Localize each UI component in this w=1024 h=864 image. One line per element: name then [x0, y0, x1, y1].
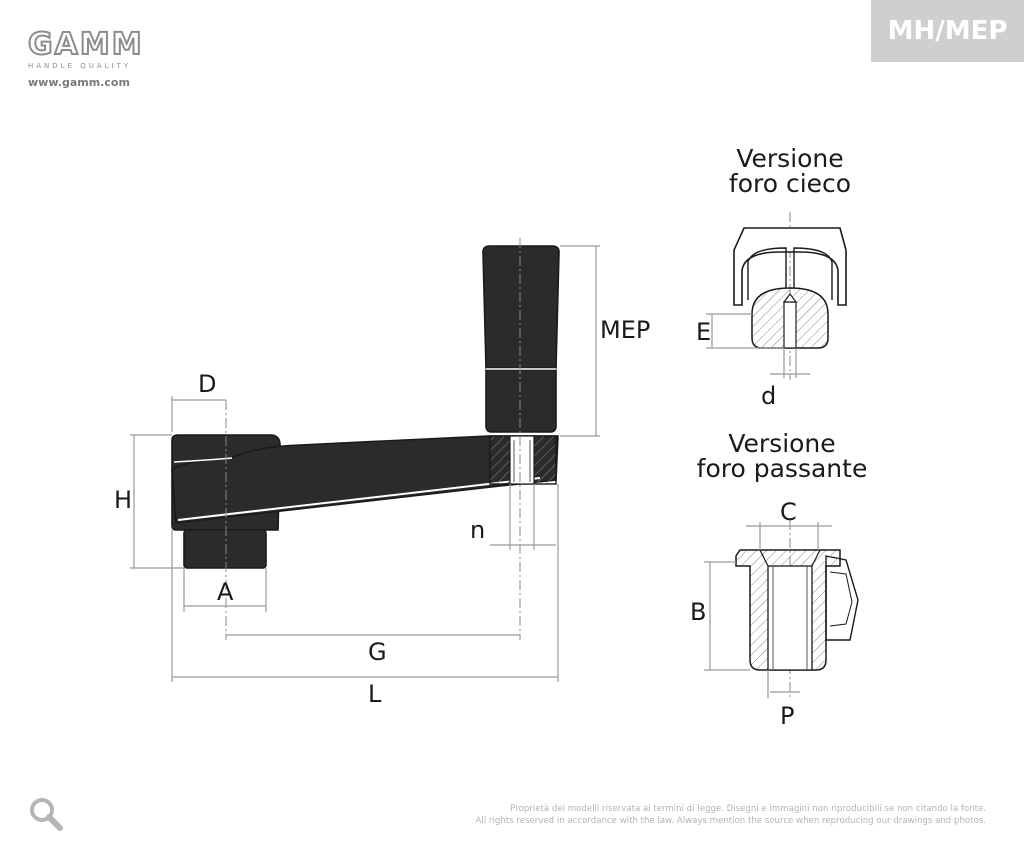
dim-label-P: P	[780, 702, 794, 730]
blind-hole-title-line2: foro cieco	[729, 169, 851, 198]
legal-notice-en: All rights reserved in accordance with t…	[475, 816, 986, 826]
through-hole-title-line2: foro passante	[697, 454, 868, 483]
legal-notice: Proprietà dei modelli riservata ai termi…	[476, 803, 986, 827]
website-link[interactable]: www.gamm.com	[28, 76, 130, 89]
dim-label-G: G	[368, 638, 387, 666]
crank-handle-side-view	[171, 245, 560, 569]
logo-tagline: HANDLE QUALITY	[28, 62, 132, 70]
through-hole-title-line1: Versione	[728, 429, 835, 458]
dim-label-d: d	[761, 382, 776, 410]
grip-lower	[485, 369, 557, 433]
magnifier-icon[interactable]	[28, 796, 64, 832]
blind-hole-section	[706, 212, 847, 380]
dim-label-H: H	[114, 486, 132, 514]
brand-logo: GAMM HANDLE QUALITY www.gamm.com	[27, 27, 144, 90]
dimension-lines	[130, 245, 600, 682]
dim-label-E: E	[696, 318, 711, 346]
dim-label-A: A	[217, 578, 234, 606]
grip-upper	[482, 245, 560, 369]
legal-notice-it: Proprietà dei modelli riservata ai termi…	[510, 804, 986, 814]
product-code-badge: MH/MEP	[871, 0, 1024, 62]
dim-label-D: D	[198, 370, 216, 398]
dim-label-MEP: MEP	[600, 316, 650, 344]
dim-label-C: C	[780, 498, 797, 526]
through-hole-section	[704, 520, 859, 700]
crank-arm	[171, 435, 559, 524]
dim-label-L: L	[368, 680, 382, 708]
dim-label-B: B	[690, 598, 706, 626]
hub-bushing	[183, 529, 267, 569]
blind-hole-title-line1: Versione	[736, 144, 843, 173]
logo-wordmark: GAMM	[27, 27, 144, 62]
dim-label-n: n	[470, 516, 485, 544]
